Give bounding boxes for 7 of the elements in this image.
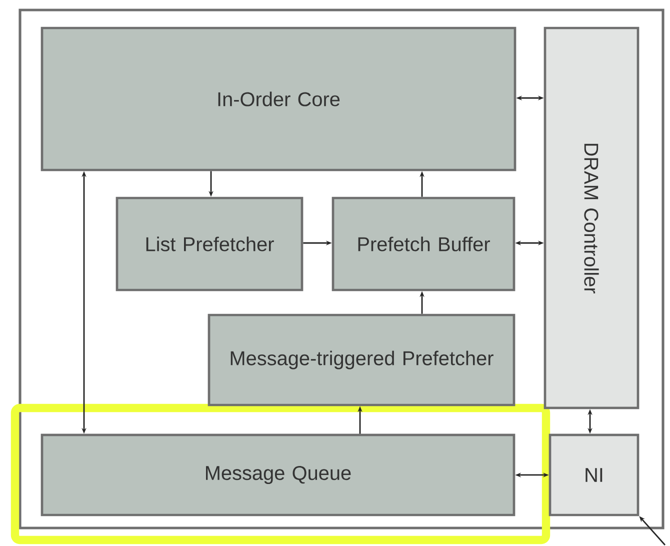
block-box: Message Queue [40,434,516,516]
block-box: Message-triggered Prefetcher [208,314,516,406]
block-box: List Prefetcher [116,196,304,292]
block-box: NI [548,434,640,516]
block-box: In-Order Core [40,26,516,172]
block-box: DRAM Controller [544,26,640,410]
block-box: Prefetch Buffer [332,196,516,292]
